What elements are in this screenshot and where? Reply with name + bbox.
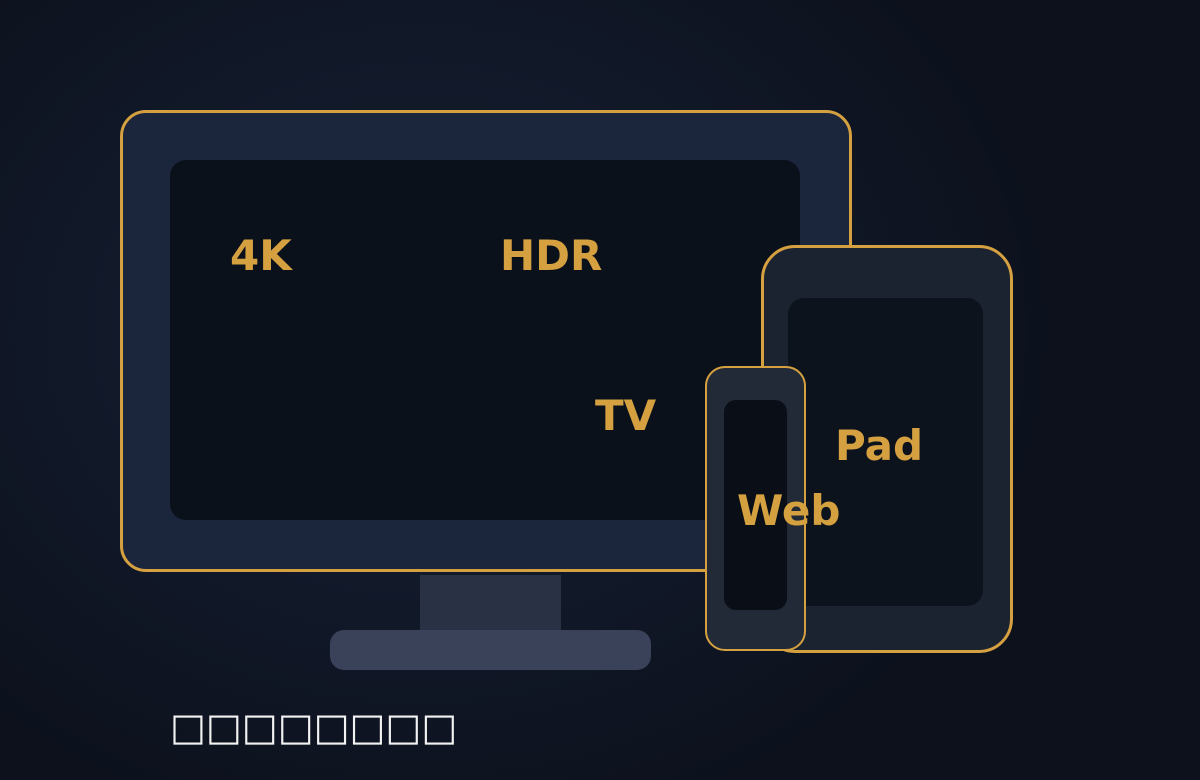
tablet-screen [788,298,983,606]
label-4k: 4K [230,231,292,280]
tv-stand-base [330,630,651,670]
tv-stand-neck [420,575,561,631]
caption-text: □□□□□□□□ [170,705,458,749]
phone-screen [724,400,787,610]
tv-screen [170,160,800,520]
label-pad: Pad [835,421,924,470]
label-hdr: HDR [500,231,603,280]
label-web: Web [737,486,841,535]
label-tv: TV [595,391,657,440]
